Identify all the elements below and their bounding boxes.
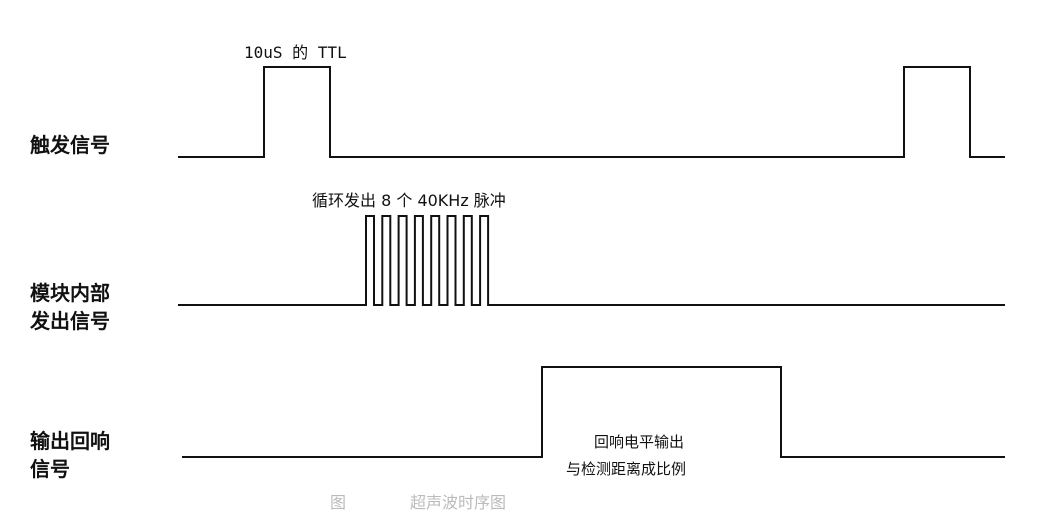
echo-signal-label-line2: 信号 [30, 457, 70, 481]
trigger-waveform [178, 66, 1005, 158]
internal-signal-label-line1: 模块内部 [30, 281, 110, 305]
burst-waveform [178, 215, 1005, 306]
echo-waveform [182, 366, 1005, 458]
figure-caption: 图 超声波时序图 [330, 493, 506, 511]
echo-annotation-line2: 与检测距离成比例 [566, 460, 686, 478]
internal-signal-label-line2: 发出信号 [29, 309, 110, 333]
burst-annotation: 循环发出 8 个 40KHz 脉冲 [312, 191, 506, 210]
echo-signal-label-line1: 输出回响 [30, 429, 110, 453]
echo-annotation-line1: 回响电平输出 [594, 433, 684, 451]
trigger-signal-label: 触发信号 [30, 133, 110, 157]
trigger-pulse-annotation: 10uS 的 TTL [244, 43, 347, 62]
